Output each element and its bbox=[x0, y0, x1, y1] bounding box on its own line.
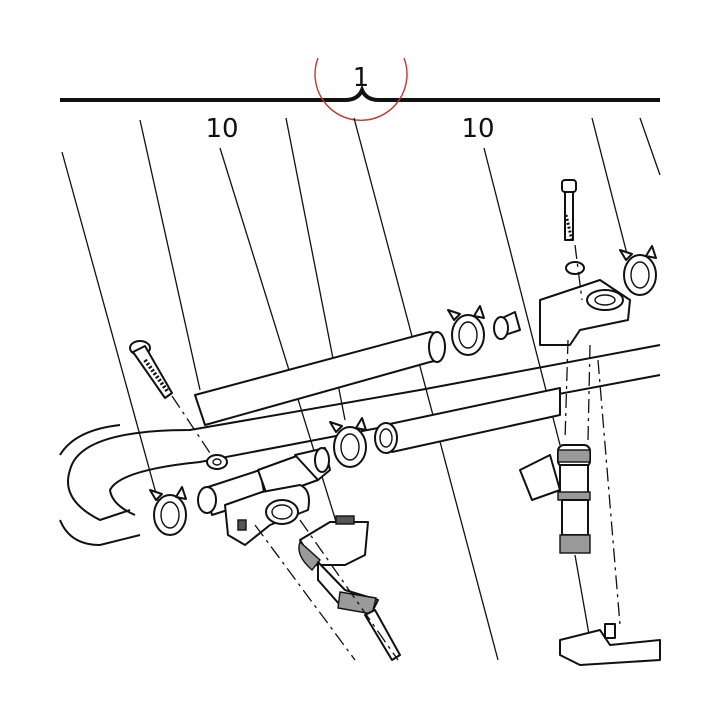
callout-injector-right-10: 10 bbox=[461, 114, 494, 144]
hose-clamp-upper bbox=[447, 305, 485, 356]
bolt-axis-left bbox=[171, 395, 213, 457]
washer-right bbox=[565, 261, 585, 275]
callout-injector-left-10: 10 bbox=[205, 114, 238, 144]
hose-clamp-left bbox=[149, 486, 187, 536]
washer-left bbox=[206, 454, 228, 470]
highlight-circle bbox=[314, 57, 408, 122]
assembly-brace bbox=[60, 84, 660, 102]
fuel-hose bbox=[59, 331, 661, 547]
hose-clamp-right bbox=[619, 245, 657, 296]
intake-manifold-right bbox=[559, 623, 661, 666]
fuel-rail-bracket-right bbox=[493, 279, 631, 346]
fuel-rail-tee-left bbox=[197, 447, 331, 546]
mounting-bolt-left bbox=[129, 340, 173, 399]
bolt-axis-right bbox=[574, 244, 583, 301]
hose-clamp-center bbox=[329, 417, 367, 468]
fuel-injector-right bbox=[519, 339, 621, 641]
fuel-injector-left bbox=[254, 515, 401, 661]
callout-assembly-1: 1 bbox=[353, 63, 370, 93]
mounting-bolt-right bbox=[561, 179, 577, 241]
